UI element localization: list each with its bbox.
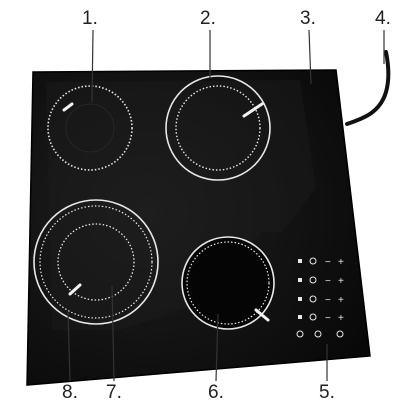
- minus-button[interactable]: −: [325, 276, 331, 287]
- callout-number-5: 5.: [319, 383, 335, 403]
- zone-indicator-2: [298, 278, 302, 282]
- zone-indicator-3: [298, 297, 302, 301]
- plus-button[interactable]: +: [338, 257, 344, 268]
- minus-button[interactable]: −: [325, 295, 331, 306]
- zone-indicator-4: [298, 315, 302, 319]
- callout-number-7: 7.: [106, 383, 122, 403]
- minus-button[interactable]: −: [325, 257, 331, 268]
- zone-indicator-1: [298, 259, 302, 263]
- plus-button[interactable]: +: [338, 295, 344, 306]
- callout-number-3: 3.: [300, 9, 316, 29]
- power-cable: [347, 52, 388, 124]
- plus-button[interactable]: +: [338, 276, 344, 287]
- callout-number-2: 2.: [200, 9, 216, 29]
- callout-number-4: 4.: [375, 9, 391, 29]
- minus-button[interactable]: −: [325, 313, 331, 324]
- callout-number-8: 8.: [62, 383, 78, 403]
- cooking-zone-6: [182, 237, 274, 329]
- callout-number-1: 1.: [82, 9, 98, 29]
- plus-button[interactable]: +: [338, 313, 344, 324]
- callout-number-6: 6.: [208, 383, 224, 403]
